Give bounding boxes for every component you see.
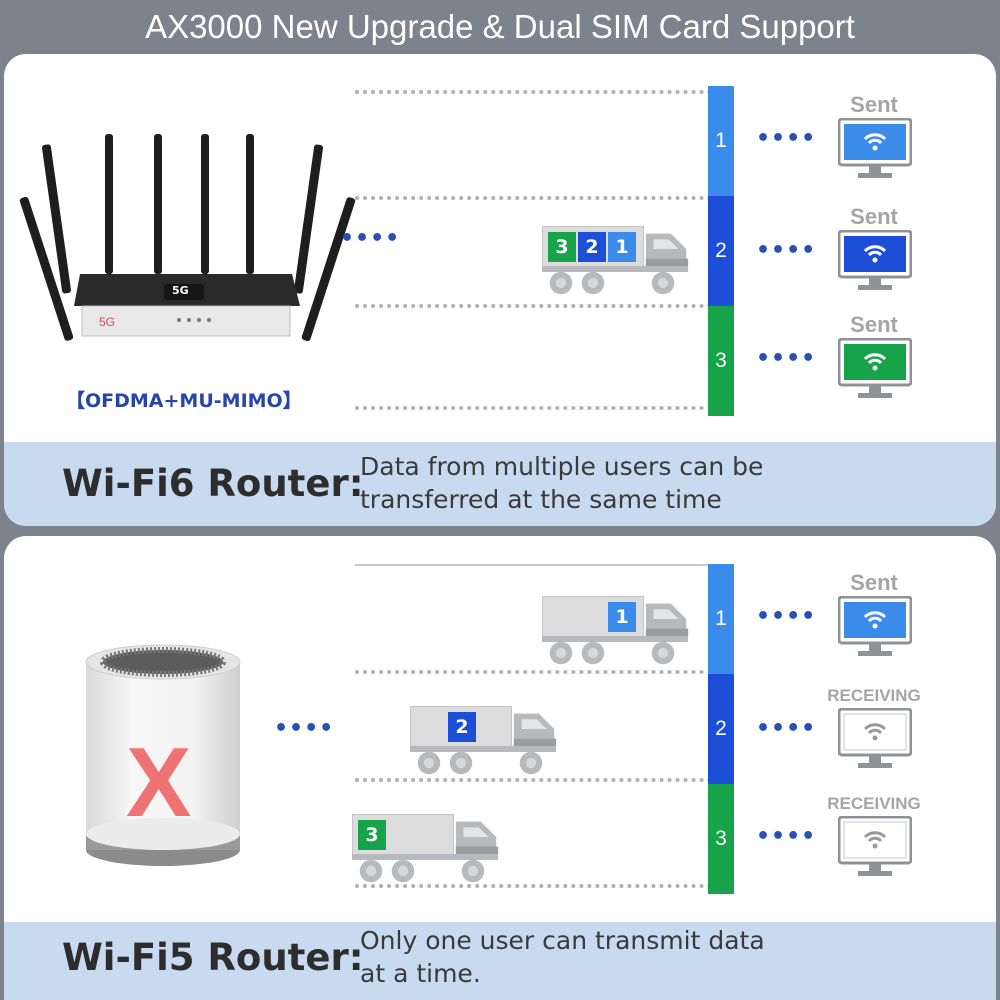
router-dots: ••••: [274, 716, 335, 741]
router-badge: 5G: [172, 284, 189, 297]
lane-divider: [355, 670, 712, 674]
truck: 2: [410, 706, 560, 778]
lane-dots: ••••: [756, 604, 817, 629]
wifi6-router-icon: 5G: [19, 134, 356, 342]
monitor-wifi-icon: [838, 230, 912, 290]
page-title: AX3000 New Upgrade & Dual SIM Card Suppo…: [145, 8, 855, 45]
lane-2: 2: [708, 196, 734, 306]
truck: 1: [542, 596, 692, 668]
wheel-icon: [390, 858, 416, 884]
lane-dots: ••••: [756, 716, 817, 741]
wifi5-caption: Wi-Fi5 Router: Only one user can transmi…: [4, 922, 996, 1000]
lane-divider: [355, 90, 712, 94]
router-dots: ••••: [340, 226, 401, 251]
status-label: RECEIVING: [827, 686, 921, 705]
wheel-icon: [548, 640, 574, 666]
wheel-icon: [548, 270, 574, 296]
wifi6-panel: 5G 5G 【OFDMA+MU-MIMO】 •••• 3 2 1 1 2 3 •…: [4, 54, 996, 526]
wifi5-router-icon: [85, 644, 241, 866]
lane-divider: [355, 884, 712, 888]
wheel-icon: [580, 270, 606, 296]
wheel-icon: [580, 640, 606, 666]
lane-divider: [355, 196, 712, 200]
lane-dots: ••••: [756, 346, 817, 371]
wifi6-label: Wi-Fi6 Router:: [62, 462, 364, 505]
description-line: at a time.: [360, 959, 481, 988]
packet-3: 3: [548, 232, 576, 262]
monitor-wifi-icon: [838, 596, 912, 656]
wheel-icon: [416, 750, 442, 776]
wifi5-label: Wi-Fi5 Router:: [62, 936, 364, 979]
lane-1: 1: [708, 564, 734, 674]
wifi5-panel: X •••• 1 2 3 1 2 3 •••• •••• •••: [4, 536, 996, 1000]
monitor-wifi-icon: [838, 338, 912, 398]
lane-1: 1: [708, 86, 734, 196]
tech-label: 【OFDMA+MU-MIMO】: [66, 390, 302, 412]
x-mark: X: [126, 727, 192, 837]
status-label: RECEIVING: [827, 794, 921, 813]
wheel-icon: [460, 858, 486, 884]
status-label: Sent: [850, 204, 898, 229]
description-line: Only one user can transmit data: [360, 926, 765, 955]
truck: 3: [352, 814, 502, 886]
description-line: transferred at the same time: [360, 485, 722, 514]
status-label: Sent: [850, 570, 898, 595]
monitor-wifi-icon: [838, 816, 912, 876]
lane-divider: [355, 406, 712, 410]
description-line: Data from multiple users can be: [360, 452, 764, 481]
lane-divider: [355, 304, 712, 308]
lane-divider: [355, 564, 712, 566]
lane-dots: ••••: [756, 126, 817, 151]
status-label: Sent: [850, 92, 898, 117]
wheel-icon: [650, 640, 676, 666]
wifi5-description: Only one user can transmit data at a tim…: [360, 924, 920, 990]
lane-dots: ••••: [756, 824, 817, 849]
svg-text:5G: 5G: [99, 315, 115, 329]
packet-3: 3: [358, 820, 386, 850]
monitor-wifi-icon: [838, 708, 912, 768]
lane-3: 3: [708, 306, 734, 416]
packet-2: 2: [448, 712, 476, 742]
wheel-icon: [518, 750, 544, 776]
packet-2: 2: [578, 232, 606, 262]
lane-divider: [355, 778, 712, 782]
truck: 3 2 1: [542, 226, 692, 298]
wheel-icon: [358, 858, 384, 884]
wifi6-description: Data from multiple users can be transfer…: [360, 450, 920, 516]
packet-1: 1: [608, 232, 636, 262]
status-label: Sent: [850, 312, 898, 337]
wheel-icon: [650, 270, 676, 296]
lane-dots: ••••: [756, 238, 817, 263]
packet-1: 1: [608, 602, 636, 632]
wheel-icon: [448, 750, 474, 776]
wifi6-caption: Wi-Fi6 Router: Data from multiple users …: [4, 442, 996, 526]
lane-2: 2: [708, 674, 734, 784]
lane-3: 3: [708, 784, 734, 894]
monitor-wifi-icon: [838, 118, 912, 178]
